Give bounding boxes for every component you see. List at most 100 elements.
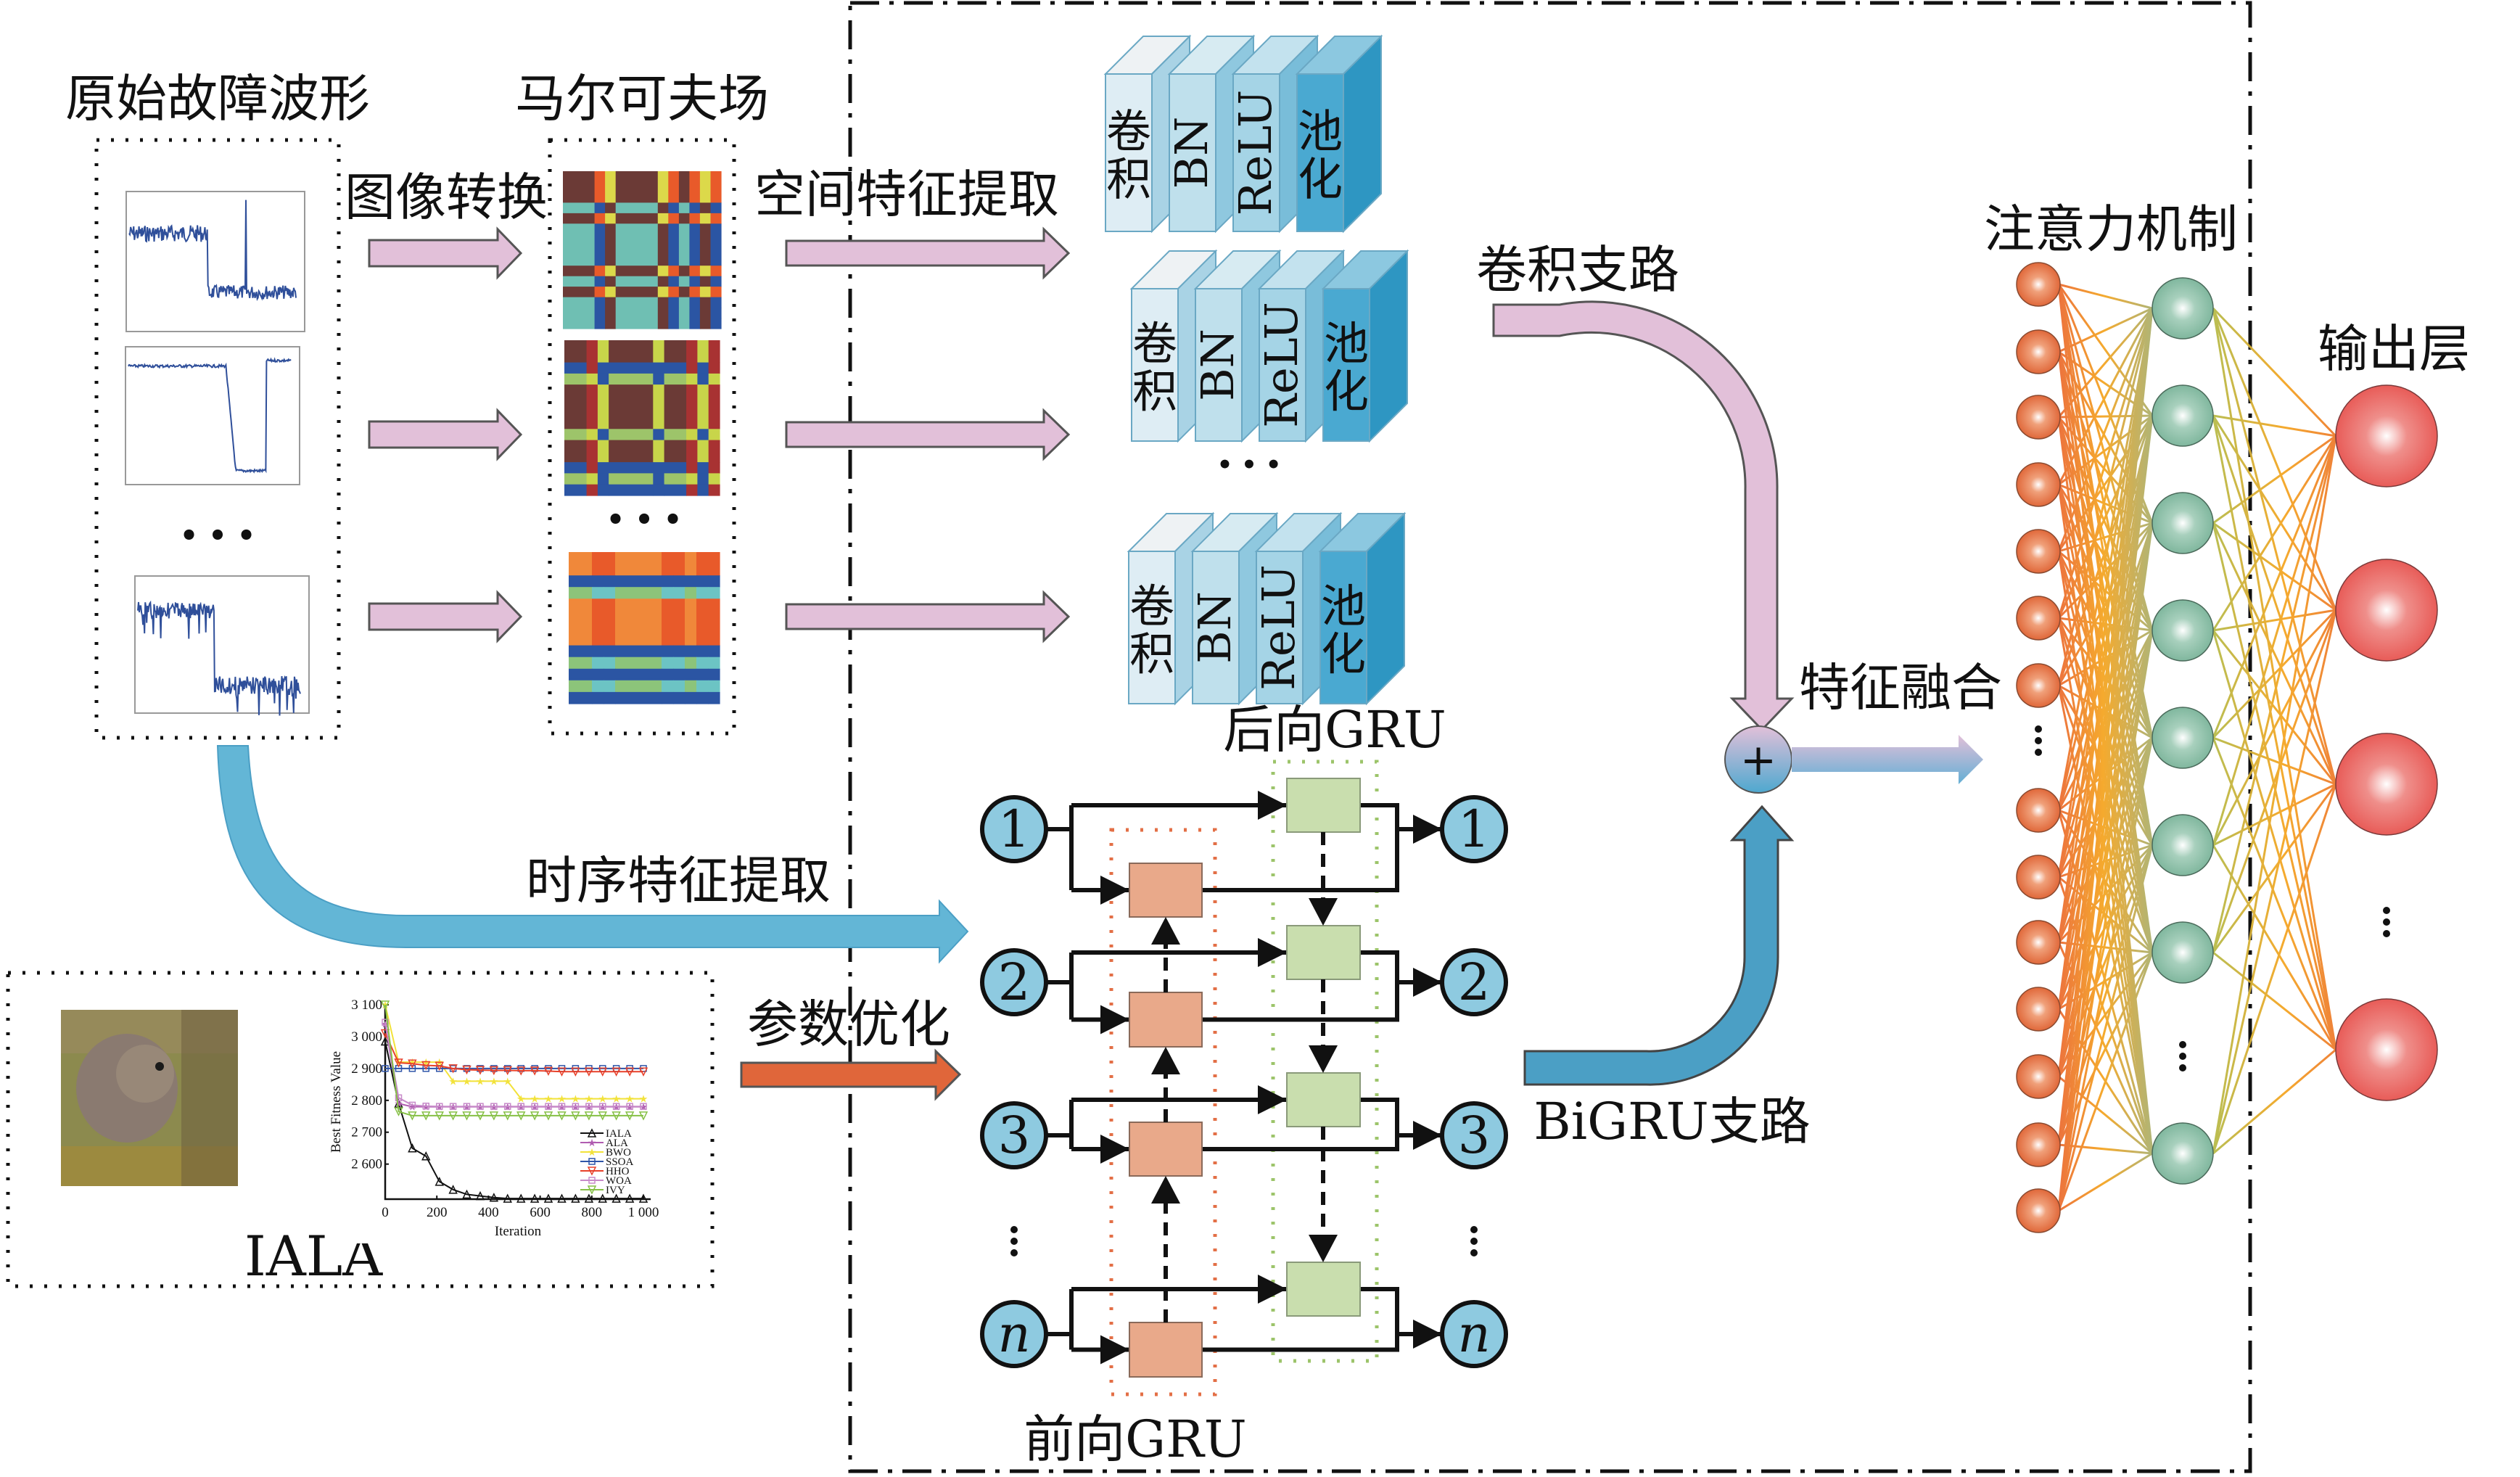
cnn-layer-pool: 池化: [1321, 249, 1409, 443]
cnn-layer-char: 卷: [1132, 317, 1177, 370]
markov-cell: [564, 384, 588, 429]
markov-cell: [592, 598, 604, 646]
markov-cell: [653, 462, 665, 474]
data-point: [587, 1167, 597, 1176]
output-edge: [2212, 415, 2337, 785]
neuron-ellipsis: [2179, 1053, 2186, 1060]
data-point: ★: [585, 1094, 594, 1106]
data-point: [545, 1103, 552, 1110]
markov-cell: [592, 575, 604, 588]
arrow-head-icon: [1413, 1121, 1442, 1150]
markov-cell: [673, 691, 685, 704]
data-point: ★: [503, 1076, 512, 1087]
data-point: [380, 1000, 390, 1010]
output-edge: [2212, 609, 2337, 1154]
markov-cell: [594, 276, 606, 287]
markov-cell: [699, 297, 711, 308]
input-branch-line: [1046, 1098, 1287, 1151]
markov-cell: [689, 266, 701, 277]
attention-edge: [2057, 522, 2154, 1211]
hidden-neuron: [2152, 707, 2214, 769]
spatial-feature-arrow: [785, 226, 1071, 280]
cnn-layer-char: 积: [1129, 628, 1174, 680]
output-edge: [2212, 630, 2337, 1050]
markov-cell: [673, 552, 685, 576]
input-neuron: [2016, 395, 2061, 440]
arrow-head-icon: [1309, 1045, 1338, 1073]
markov-cell: [597, 440, 609, 463]
data-point: [588, 1177, 596, 1184]
arrow-head-icon: [1151, 917, 1180, 945]
x-tick-label: 800: [582, 1205, 603, 1220]
data-point: ★: [588, 1137, 597, 1149]
markov-cell: [653, 373, 665, 385]
markov-cell: [609, 484, 654, 496]
markov-cell: [686, 429, 698, 441]
neuron-ellipsis: [2179, 1041, 2186, 1048]
markov-cell: [699, 171, 711, 203]
cnn-layer-label: 池化: [1321, 580, 1366, 680]
markov-cell: [699, 308, 711, 319]
cnn-layer-char: 卷: [1129, 580, 1174, 633]
cnn-layer-char: 池: [1324, 317, 1369, 370]
input-neuron: [2016, 1122, 2061, 1167]
markov-cell: [696, 598, 709, 646]
data-point: [543, 1193, 553, 1203]
cnn-layer-label: BN: [1188, 591, 1241, 664]
data-point: [382, 1065, 389, 1072]
data-point: [558, 1103, 566, 1110]
markov-cell: [609, 440, 654, 463]
markov-cell: [678, 213, 690, 224]
data-point: [543, 1111, 553, 1121]
markov-cell: [597, 484, 609, 496]
markov-cell: [668, 223, 680, 266]
data-point: [503, 1103, 511, 1110]
data-point: ★: [544, 1102, 553, 1114]
markov-cell: [657, 297, 669, 308]
markov-cell: [592, 552, 604, 576]
plus-icon: +: [1740, 735, 1776, 786]
markov-cell: [569, 691, 593, 704]
output-edge: [2212, 783, 2337, 1154]
markov-cell: [569, 645, 593, 658]
markov-cell: [594, 223, 606, 266]
markov-cell: [673, 598, 685, 646]
markov-cell: [697, 440, 709, 463]
waveform-line: [128, 199, 297, 301]
markov-cell: [597, 373, 609, 385]
markov-cell: [564, 473, 588, 485]
markov-image: [563, 171, 722, 329]
markov-cell: [689, 223, 701, 266]
bigru-branch-label: BiGRU支路: [1533, 1092, 1810, 1151]
input-neuron: [2016, 529, 2061, 574]
output-node: 1: [1440, 795, 1508, 863]
markov-cell: [657, 223, 669, 266]
output-edge: [2212, 308, 2337, 1050]
markov-cell: [696, 680, 709, 693]
markov-cell: [697, 429, 709, 441]
arrow-head-icon: [1151, 1176, 1180, 1204]
markov-cell: [708, 362, 720, 374]
attention-edge: [2057, 308, 2154, 1010]
markov-cell: [592, 657, 604, 670]
markov-cell: [604, 691, 616, 704]
neuron-ellipsis: [2383, 918, 2390, 926]
markov-cell: [673, 645, 685, 658]
markov-image: [564, 340, 720, 496]
markov-cell: [697, 362, 709, 374]
cnn-layer-face: [1128, 551, 1176, 704]
attention-edge: [2057, 415, 2154, 1211]
markov-cell: [563, 213, 596, 224]
cnn-layer-label: 池化: [1324, 317, 1369, 418]
param-optimization-arrow: [740, 1048, 962, 1101]
markov-cell: [615, 657, 662, 670]
backward-gru-cell: [1286, 925, 1361, 980]
data-point: ★: [625, 1102, 635, 1114]
neuron-ellipsis: [2383, 907, 2390, 914]
output-node: 3: [1440, 1101, 1508, 1169]
data-point: ★: [490, 1076, 499, 1087]
legend-label: IVY: [606, 1185, 625, 1196]
markov-cell: [586, 384, 598, 429]
data-point: ★: [530, 1102, 540, 1114]
